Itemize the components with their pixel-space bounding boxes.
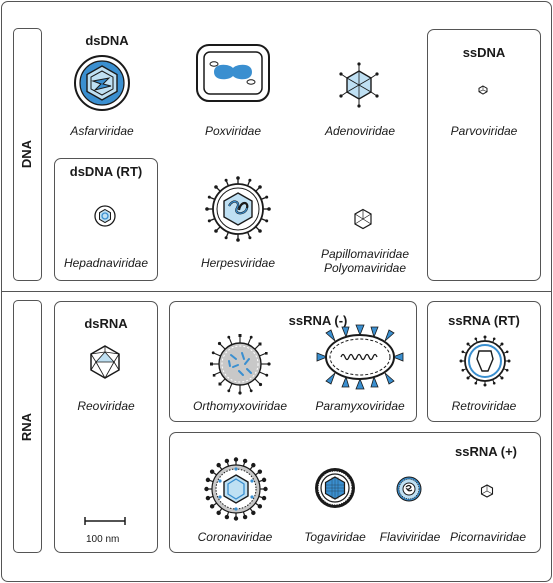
family-name-reoviridae: Reoviridae <box>77 399 135 413</box>
adenoviridae-illustration <box>339 62 379 108</box>
family-name-flaviviridae: Flaviviridae <box>379 530 441 544</box>
herpesviridae-illustration <box>205 176 271 242</box>
family-name-adenoviridae: Adenoviridae <box>324 124 396 138</box>
ssrna-negative-box <box>169 301 417 422</box>
group-label-ssrna-rt: ssRNA (RT) <box>448 313 520 328</box>
reoviridae-illustration <box>90 345 120 379</box>
family-name-orthomyxoviridae: Orthomyxoviridae <box>192 399 288 413</box>
dna-section-label: DNA <box>19 139 34 169</box>
group-label-ssrna-positive: ssRNA (+) <box>454 444 517 459</box>
togaviridae-illustration <box>315 468 355 508</box>
scale-bar <box>84 517 126 525</box>
family-name-togaviridae: Togaviridae <box>304 530 366 544</box>
family-name-asfarviridae: Asfarviridae <box>70 124 134 138</box>
group-label-dsrna: dsRNA <box>84 316 128 331</box>
family-name-picornaviridae: Picornaviridae <box>449 530 527 544</box>
family-name-paramyxoviridae: Paramyxoviridae <box>315 399 405 413</box>
family-name-herpesviridae: Herpesviridae <box>200 256 276 270</box>
orthomyxoviridae-illustration <box>210 334 271 395</box>
group-label-dsdna-rt: dsDNA (RT) <box>69 164 143 179</box>
group-label-ssdna: ssDNA <box>462 45 506 60</box>
ssdna-box <box>427 29 541 281</box>
family-name-hepadnaviridae: Hepadnaviridae <box>63 256 149 270</box>
group-label-dsdna: dsDNA <box>85 33 129 48</box>
paramyxoviridae-illustration <box>316 324 404 390</box>
poxviridae-illustration <box>196 44 270 102</box>
ssrna-rt-box <box>427 301 541 422</box>
hepadnaviridae-illustration <box>94 205 116 227</box>
papillomaviridae-illustration <box>354 208 372 230</box>
flaviviridae-illustration <box>396 476 422 502</box>
parvoviridae-illustration <box>478 85 488 95</box>
ssrna-positive-box <box>169 432 541 553</box>
family-name-poxviridae: Poxviridae <box>204 124 262 138</box>
family-name-retroviridae: Retroviridae <box>451 399 517 413</box>
family-name-polyomaviridae: Polyomaviridae <box>323 261 407 275</box>
rna-section-label: RNA <box>19 412 34 442</box>
coronaviridae-illustration <box>204 457 268 521</box>
asfarviridae-illustration <box>74 55 130 111</box>
retroviridae-illustration <box>459 335 511 387</box>
dsdna-rt-box <box>54 158 158 281</box>
family-name-papillomaviridae: Papillomaviridae <box>320 247 410 261</box>
section-divider <box>1 291 552 292</box>
rna-section-tab <box>13 300 42 553</box>
family-name-parvoviridae: Parvoviridae <box>450 124 518 138</box>
dsrna-box <box>54 301 158 553</box>
scale-bar-label: 100 nm <box>86 534 120 545</box>
picornaviridae-illustration <box>480 484 494 498</box>
dna-section-tab <box>13 28 42 281</box>
family-name-coronaviridae: Coronaviridae <box>197 530 273 544</box>
group-label-ssrna-negative: ssRNA (-) <box>288 313 348 328</box>
